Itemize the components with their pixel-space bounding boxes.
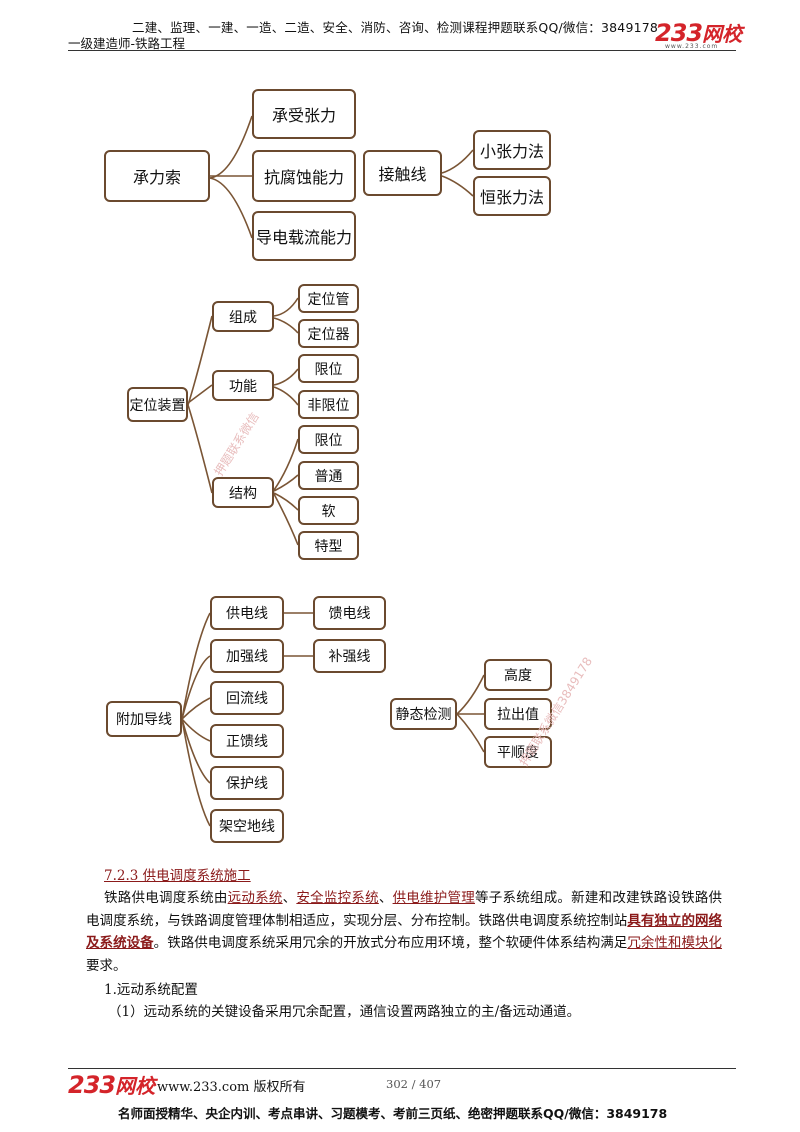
- diagram1-mid-1: 抗腐蚀能力: [252, 150, 356, 202]
- para-highlight: 冗余性和模块化: [627, 935, 723, 951]
- para-text: 。铁路供电调度系统采用冗余的开放式分布应用环境，整个软硬件体系结构满足: [153, 935, 628, 951]
- para-text: 、: [378, 890, 393, 906]
- diagram4-leaf: 拉出值: [484, 698, 552, 730]
- diagram1-mid-2: 导电载流能力: [252, 211, 356, 261]
- para-text: 、: [282, 890, 297, 906]
- diagram2-leaf: 特型: [298, 531, 359, 560]
- footer-ad-text: 名师面授精华、央企内训、考点串讲、习题模考、考前三页纸、绝密押题联系QQ/微信：…: [118, 1106, 668, 1121]
- subsection-item: （1）远动系统的关键设备采用冗余配置，通信设置两路独立的主/备远动通道。: [108, 1004, 581, 1020]
- para-text: 铁路供电调度系统由: [104, 890, 228, 906]
- diagram2-leaf: 定位器: [298, 319, 359, 348]
- diagram3-item: 架空地线: [210, 809, 284, 843]
- diagram1-leaf-0: 小张力法: [473, 130, 551, 170]
- logo-text: 网校: [115, 1074, 156, 1098]
- diagram3-item: 正馈线: [210, 724, 284, 758]
- header-ad-text: 二建、监理、一建、一造、二造、安全、消防、咨询、检测课程押题联系QQ/微信：38…: [132, 20, 659, 35]
- logo-text: 网校: [702, 22, 743, 46]
- diagram4-leaf: 平顺度: [484, 736, 552, 768]
- para-highlight: 安全监控系统: [296, 890, 379, 906]
- diagram3-item: 加强线: [210, 639, 284, 673]
- footer-rule: [68, 1068, 736, 1069]
- section-paragraph: 铁路供电调度系统由远动系统、安全监控系统、供电维护管理等子系统组成。新建和改建铁…: [86, 887, 722, 977]
- header-logo: 233网校 www.233.com: [655, 18, 742, 50]
- subsection-heading: 1.远动系统配置: [104, 982, 198, 998]
- diagram3-item: 供电线: [210, 596, 284, 630]
- logo-number: 233: [655, 19, 703, 47]
- diagram3-root: 附加导线: [106, 701, 182, 737]
- diagram3-item: 保护线: [210, 766, 284, 800]
- diagram1-node: 接触线: [363, 150, 442, 196]
- diagram2-group-1: 功能: [212, 370, 274, 401]
- footer-logo: 233网校: [68, 1070, 155, 1099]
- diagram2-leaf: 普通: [298, 461, 359, 490]
- diagram2-leaf: 非限位: [298, 390, 359, 419]
- diagram4-leaf: 高度: [484, 659, 552, 691]
- diagram2-leaf: 软: [298, 496, 359, 525]
- page-number: 302 / 407: [386, 1077, 442, 1091]
- header-subtitle: 一级建造师-铁路工程: [68, 36, 186, 51]
- section-title: 7.2.3 供电调度系统施工: [104, 868, 251, 884]
- header-rule: [68, 50, 736, 51]
- diagram2-root: 定位装置: [127, 387, 188, 422]
- diagram-connectors: [181, 115, 485, 827]
- para-highlight: 具有独立的网络及系统设备: [86, 912, 723, 952]
- diagram2-group-0: 组成: [212, 301, 274, 332]
- diagram1-leaf-1: 恒张力法: [473, 176, 551, 216]
- diagram2-leaf: 限位: [298, 425, 359, 454]
- diagram1-root: 承力索: [104, 150, 210, 202]
- diagram3-item: 回流线: [210, 681, 284, 715]
- para-highlight: 远动系统: [227, 890, 283, 906]
- diagram2-leaf: 定位管: [298, 284, 359, 313]
- footer-copyright: www.233.com 版权所有: [157, 1080, 306, 1095]
- logo-url: www.233.com: [665, 43, 719, 50]
- diagram3-sub: 馈电线: [313, 596, 386, 630]
- diagram2-leaf: 限位: [298, 354, 359, 383]
- diagram1-mid-0: 承受张力: [252, 89, 356, 139]
- diagram4-root: 静态检测: [390, 698, 457, 730]
- para-highlight: 供电维护管理: [392, 890, 475, 906]
- para-text: 等子系统组成。新建和改建铁路设铁路供电调度系统，与铁路调度管理体制相适应，实现分…: [86, 890, 723, 929]
- diagram3-sub: 补强线: [313, 639, 386, 673]
- diagram2-group-2: 结构: [212, 477, 274, 508]
- para-text: 要求。: [86, 957, 127, 974]
- logo-number: 233: [68, 1071, 116, 1099]
